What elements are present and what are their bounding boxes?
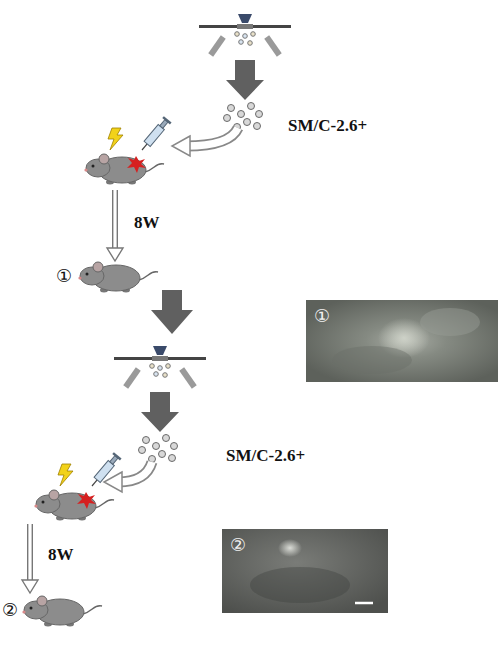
mouse (34, 490, 114, 521)
mouse (22, 596, 102, 627)
stage-number: ① (56, 266, 72, 286)
stage-number: ② (2, 600, 18, 620)
time-arrow (107, 190, 123, 261)
injection (108, 116, 172, 173)
photo-panel: ① (306, 300, 498, 382)
spray-nozzle (199, 14, 291, 131)
spray-nozzle (114, 346, 206, 463)
step-arrow (151, 290, 193, 334)
transfer-arrow (172, 128, 238, 156)
mouse (78, 262, 158, 293)
photo (306, 300, 498, 382)
time-arrow (22, 524, 38, 593)
photo (222, 529, 388, 613)
injection (58, 452, 122, 509)
material-label: SM/C-2.6+ (288, 117, 367, 136)
panel-number: ② (222, 529, 246, 555)
mouse (84, 154, 164, 185)
scale-bar (355, 602, 373, 605)
material-label: 8W (134, 214, 160, 233)
panel-number: ① (306, 300, 330, 326)
photo-panel: ② (222, 529, 388, 613)
material-label: SM/C-2.6+ (226, 447, 305, 466)
material-label: 8W (48, 546, 74, 565)
